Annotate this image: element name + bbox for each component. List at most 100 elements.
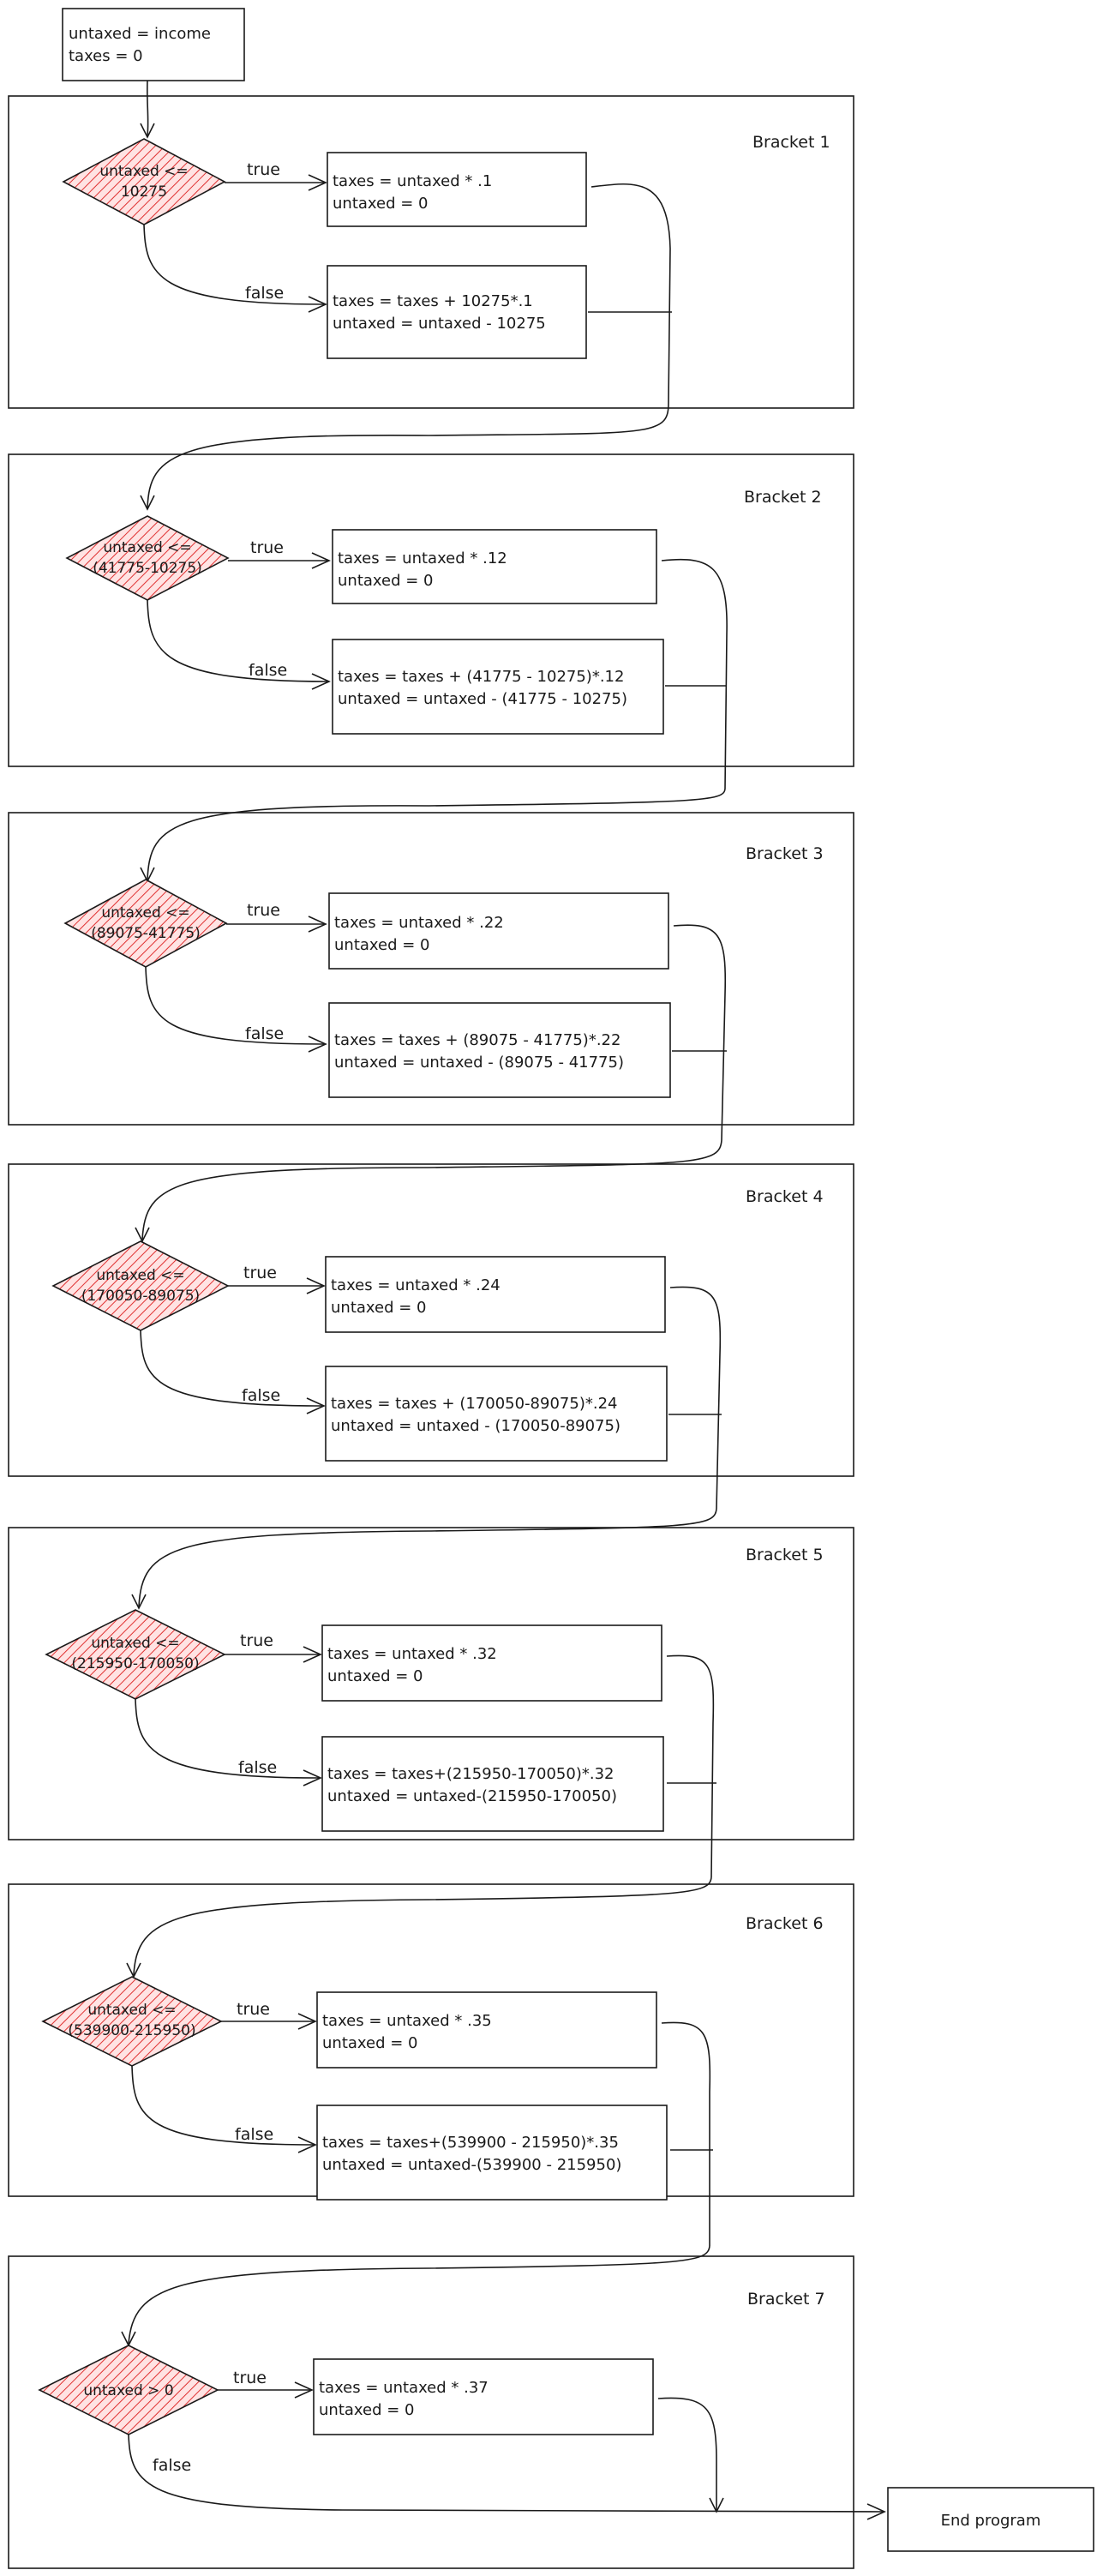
bracket-1-false-box bbox=[327, 265, 587, 359]
bracket-3-false-line-2: untaxed = untaxed - (89075 - 41775) bbox=[334, 1054, 624, 1072]
bracket-1-false-line-2: untaxed = untaxed - 10275 bbox=[333, 315, 546, 333]
bracket-4-condition-line-1: untaxed <= bbox=[96, 1267, 184, 1284]
bracket-5-false-connector bbox=[135, 1698, 320, 1779]
bracket-7-true-exit bbox=[657, 2397, 717, 2512]
bracket-5-condition-diamond bbox=[45, 1609, 226, 1700]
bracket-1-true-line-1: taxes = untaxed * .1 bbox=[333, 172, 492, 190]
bracket-3-condition-diamond bbox=[63, 879, 228, 968]
bracket-1-true-arrowhead bbox=[308, 174, 327, 191]
bracket-2-false-line-1: taxes = taxes + (41775 - 10275)*.12 bbox=[338, 668, 624, 686]
bracket-3-true-arrowhead bbox=[308, 916, 327, 933]
bracket-2-condition-line-1: untaxed <= bbox=[103, 539, 191, 556]
bracket-4-false-arrowhead bbox=[306, 1397, 326, 1414]
bracket-7-true-arrowhead bbox=[294, 2381, 314, 2399]
bracket-3: Bracket 3 untaxed <= (89075-41775) true … bbox=[8, 812, 854, 1141]
bracket-7: Bracket 7 untaxed > 0 true taxes = untax… bbox=[8, 2255, 886, 2569]
bracket-4-label: Bracket 4 bbox=[746, 1187, 824, 1206]
bracket-4-true-arrowhead bbox=[306, 1277, 326, 1294]
bracket-4-true-line-2: untaxed = 0 bbox=[331, 1299, 426, 1317]
bracket-6-condition-line-2: (539900-215950) bbox=[68, 2022, 195, 2039]
bracket-2-to-3-connector bbox=[147, 788, 726, 880]
bracket-4-condition-line-2: (170050-89075) bbox=[81, 1288, 200, 1305]
bracket-1-false-arrowhead bbox=[308, 296, 327, 313]
bracket-1-condition-line-2: 10275 bbox=[121, 183, 167, 201]
bracket-2-true-exit bbox=[661, 558, 728, 790]
bracket-7-condition-line-1: untaxed > 0 bbox=[83, 2382, 173, 2399]
start-line-2: taxes = 0 bbox=[69, 47, 143, 65]
bracket-4-to-5-connector bbox=[138, 1508, 717, 1607]
bracket-5-false-line-2: untaxed = untaxed-(215950-170050) bbox=[327, 1787, 617, 1805]
bracket-2-true-line-1: taxes = untaxed * .12 bbox=[338, 549, 507, 567]
bracket-6-false-box bbox=[316, 2105, 668, 2201]
bracket-1-true-exit bbox=[590, 183, 671, 404]
bracket-2: Bracket 2 untaxed <= (41775-10275) true … bbox=[8, 453, 854, 790]
bracket-2-frame bbox=[8, 453, 854, 767]
bracket-1-to-2-arrowhead bbox=[140, 495, 155, 511]
bracket-2-false-connector bbox=[147, 599, 328, 682]
start-box bbox=[62, 8, 245, 81]
bracket-5-false-line-1: taxes = taxes+(215950-170050)*.32 bbox=[327, 1765, 614, 1783]
bracket-6-false-connector bbox=[131, 2065, 315, 2146]
end-box bbox=[887, 2487, 1094, 2552]
bracket-5-true-label: true bbox=[240, 1631, 273, 1650]
bracket-5-condition-line-1: untaxed <= bbox=[91, 1635, 179, 1652]
bracket-1-false-line-1: taxes = taxes + 10275*.1 bbox=[333, 292, 533, 310]
start-connector bbox=[147, 80, 149, 136]
bracket-4-true-box bbox=[325, 1256, 666, 1333]
bracket-6-true-arrowhead bbox=[297, 2013, 317, 2030]
bracket-3-frame bbox=[8, 812, 854, 1126]
bracket-3-false-arrowhead bbox=[308, 1036, 327, 1053]
start-node: untaxed = income taxes = 0 bbox=[62, 8, 245, 81]
bracket-5-true-arrowhead bbox=[303, 1646, 322, 1663]
bracket-1-condition-diamond bbox=[62, 138, 226, 225]
bracket-6: Bracket 6 untaxed <= (539900-215950) tru… bbox=[8, 1883, 854, 2246]
bracket-6-false-line-1: taxes = taxes+(539900 - 215950)*.35 bbox=[322, 2134, 619, 2152]
bracket-1-true-box bbox=[327, 152, 587, 227]
bracket-2-condition-diamond bbox=[65, 515, 230, 601]
bracket-6-to-7-connector bbox=[128, 2245, 710, 2345]
bracket-3-true-line-2: untaxed = 0 bbox=[334, 936, 429, 954]
bracket-3-false-line-1: taxes = taxes + (89075 - 41775)*.22 bbox=[334, 1031, 620, 1049]
bracket-3-label: Bracket 3 bbox=[746, 844, 824, 863]
bracket-3-false-label: false bbox=[245, 1024, 284, 1043]
bracket-4-true-label: true bbox=[243, 1264, 277, 1282]
bracket-4-condition-diamond bbox=[51, 1240, 230, 1331]
bracket-6-true-label: true bbox=[237, 2000, 270, 2019]
bracket-2-false-arrowhead bbox=[311, 673, 331, 690]
bracket-5-to-6-connector bbox=[133, 1876, 712, 1976]
end-label: End program bbox=[941, 2512, 1041, 2530]
bracket-7-true-line-2: untaxed = 0 bbox=[319, 2401, 414, 2419]
bracket-7-true-label: true bbox=[233, 2369, 267, 2387]
bracket-3-true-line-1: taxes = untaxed * .22 bbox=[334, 914, 504, 932]
bracket-6-false-line-2: untaxed = untaxed-(539900 - 215950) bbox=[322, 2156, 621, 2174]
bracket-7-false-connector bbox=[128, 2434, 884, 2513]
bracket-5-true-line-2: untaxed = 0 bbox=[327, 1667, 423, 1685]
bracket-2-true-line-2: untaxed = 0 bbox=[338, 572, 433, 590]
bracket-1-condition-line-1: untaxed <= bbox=[99, 163, 188, 180]
bracket-2-false-box bbox=[332, 639, 664, 735]
bracket-1: Bracket 1 untaxed <= 10275 true taxes = … bbox=[8, 95, 854, 409]
bracket-2-false-line-2: untaxed = untaxed - (41775 - 10275) bbox=[338, 690, 627, 708]
bracket-5-false-arrowhead bbox=[303, 1769, 322, 1786]
bracket-5-condition-line-2: (215950-170050) bbox=[71, 1655, 199, 1672]
bracket-3-condition-line-1: untaxed <= bbox=[101, 904, 189, 922]
start-arrowhead bbox=[140, 123, 155, 139]
bracket-1-false-connector bbox=[143, 224, 325, 305]
bracket-3-true-exit bbox=[673, 924, 727, 1141]
bracket-5-label: Bracket 5 bbox=[746, 1546, 824, 1564]
bracket-7-true-box bbox=[313, 2358, 654, 2435]
bracket-5-true-line-1: taxes = untaxed * .32 bbox=[327, 1645, 497, 1663]
bracket-4-to-5-arrowhead bbox=[131, 1594, 147, 1610]
bracket-7-label: Bracket 7 bbox=[747, 2290, 825, 2309]
start-line-1: untaxed = income bbox=[69, 25, 211, 43]
bracket-3-true-label: true bbox=[247, 901, 280, 920]
bracket-7-true-line-1: taxes = untaxed * .37 bbox=[319, 2379, 489, 2397]
bracket-4-false-line-2: untaxed = untaxed - (170050-89075) bbox=[331, 1417, 620, 1435]
bracket-5-frame bbox=[8, 1527, 854, 1840]
bracket-1-frame bbox=[8, 95, 854, 409]
bracket-6-true-exit bbox=[661, 2021, 711, 2246]
bracket-1-label: Bracket 1 bbox=[752, 133, 830, 152]
bracket-6-condition-diamond bbox=[41, 1976, 223, 2067]
bracket-2-true-box bbox=[332, 529, 657, 604]
